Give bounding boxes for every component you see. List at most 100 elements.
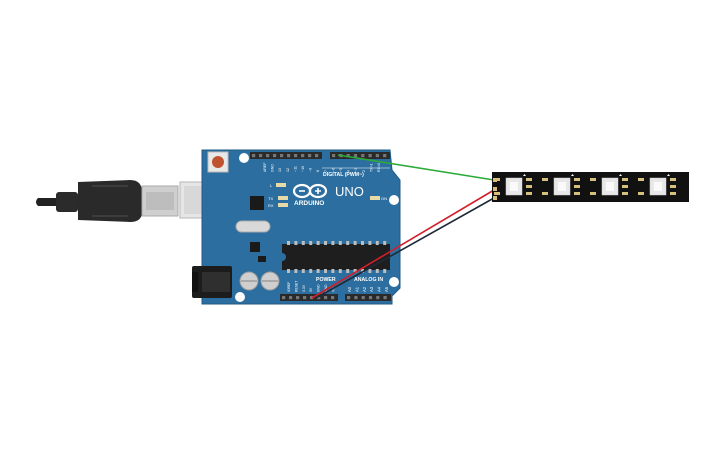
pin-hole[interactable] <box>310 296 314 300</box>
reset-button[interactable] <box>207 151 229 173</box>
pin-hole[interactable] <box>383 296 387 300</box>
pin-hole[interactable] <box>301 154 305 158</box>
neopixel-led[interactable] <box>638 174 676 196</box>
pin-hole[interactable] <box>317 296 321 300</box>
pin-hole[interactable] <box>282 296 286 300</box>
chip-pin <box>338 269 342 273</box>
pin-hole[interactable] <box>368 154 372 158</box>
chip-pin <box>346 269 350 273</box>
chip-pin <box>324 241 327 245</box>
pin-hole[interactable] <box>308 154 312 158</box>
chip-pin <box>383 269 387 273</box>
direction-arrow-icon <box>667 174 670 176</box>
data-wire[interactable] <box>337 154 495 181</box>
led-lens <box>510 182 518 191</box>
pin-hole[interactable] <box>273 154 277 158</box>
pin-label: ~10 <box>301 166 305 172</box>
pin-hole[interactable] <box>252 154 256 158</box>
direction-arrow-icon <box>619 174 622 176</box>
chip-pin <box>301 269 305 273</box>
solder-pad <box>622 192 628 195</box>
mount-hole <box>389 195 399 205</box>
pin-hole[interactable] <box>361 154 365 158</box>
pin-label: 5V <box>309 287 313 292</box>
pin-label: A2 <box>362 286 367 292</box>
digital-pin-holes <box>252 154 387 158</box>
atmega-microcontroller <box>282 241 390 273</box>
analog-label: ANALOG IN <box>354 277 383 283</box>
pin-hole[interactable] <box>259 154 263 158</box>
pin-hole[interactable] <box>354 296 358 300</box>
pin-hole[interactable] <box>315 154 319 158</box>
pin-label: 13 <box>278 168 282 172</box>
solder-pad <box>574 192 580 195</box>
pin-hole[interactable] <box>376 296 380 300</box>
ground-wire[interactable] <box>315 197 495 299</box>
power-wire[interactable] <box>311 189 495 299</box>
pin-hole[interactable] <box>346 154 350 158</box>
pin-hole[interactable] <box>324 296 328 300</box>
pin-label: GND <box>271 164 275 172</box>
pin-label: A0 <box>347 286 352 292</box>
pin-hole[interactable] <box>303 296 307 300</box>
arduino-logo: ARDUINO <box>292 183 328 207</box>
power-label: POWER <box>316 277 336 283</box>
chip-pin <box>353 241 357 245</box>
pin-hole[interactable] <box>383 154 387 158</box>
digital-header-right[interactable] <box>330 152 390 159</box>
usb-plug-body <box>78 180 142 222</box>
chip-pin <box>383 241 387 245</box>
digital-header-left[interactable] <box>250 152 322 159</box>
solder-pad <box>670 185 676 188</box>
pin-label: 4 <box>347 170 351 172</box>
solder-pad <box>494 192 500 195</box>
power-header[interactable] <box>280 294 338 301</box>
solder-pad <box>670 178 676 181</box>
neopixel-led[interactable] <box>542 174 580 196</box>
chip-pin <box>361 241 364 245</box>
usb-cable[interactable] <box>36 180 227 222</box>
model-label: UNO <box>335 184 364 199</box>
chip-pin <box>309 269 313 273</box>
pin-hole[interactable] <box>296 296 300 300</box>
regulator-chip <box>250 242 260 252</box>
solder-pad <box>526 192 532 195</box>
pin-hole[interactable] <box>347 296 351 300</box>
pin-hole[interactable] <box>289 296 293 300</box>
chip-pin <box>309 241 313 245</box>
pin-label: 12 <box>286 168 290 172</box>
dc-power-jack[interactable] <box>192 266 232 298</box>
wires <box>311 154 495 299</box>
chip-pin <box>294 241 298 245</box>
direction-arrow-icon <box>571 174 574 176</box>
pin-label: 7 <box>324 170 328 172</box>
neopixel-led[interactable] <box>590 174 628 196</box>
pin-hole[interactable] <box>280 154 284 158</box>
neopixel-strip[interactable] <box>492 172 689 202</box>
analog-header[interactable] <box>345 294 391 301</box>
pin-hole[interactable] <box>368 296 373 300</box>
led-rx: RX <box>268 203 288 208</box>
pin-hole[interactable] <box>287 154 291 158</box>
pin-label: AREF <box>263 162 267 172</box>
pin-label: A3 <box>369 286 374 292</box>
pin-label: ~6 <box>331 168 335 172</box>
svg-text:TX: TX <box>268 196 273 201</box>
pin-hole[interactable] <box>375 154 379 158</box>
pin-hole[interactable] <box>353 154 358 158</box>
neopixel-led[interactable] <box>494 174 532 196</box>
brand-label: ARDUINO <box>294 200 324 207</box>
pin-hole[interactable] <box>361 296 365 300</box>
pin-label: 3.3V <box>302 284 306 292</box>
led-tx: TX <box>268 196 288 201</box>
pin-hole[interactable] <box>332 154 336 158</box>
pin-label: IOREF <box>287 282 291 292</box>
chip-pin <box>375 241 379 245</box>
pin-hole[interactable] <box>331 296 335 300</box>
pin-hole[interactable] <box>294 154 298 158</box>
chip-pin <box>294 269 298 273</box>
pin-hole[interactable] <box>266 154 270 158</box>
